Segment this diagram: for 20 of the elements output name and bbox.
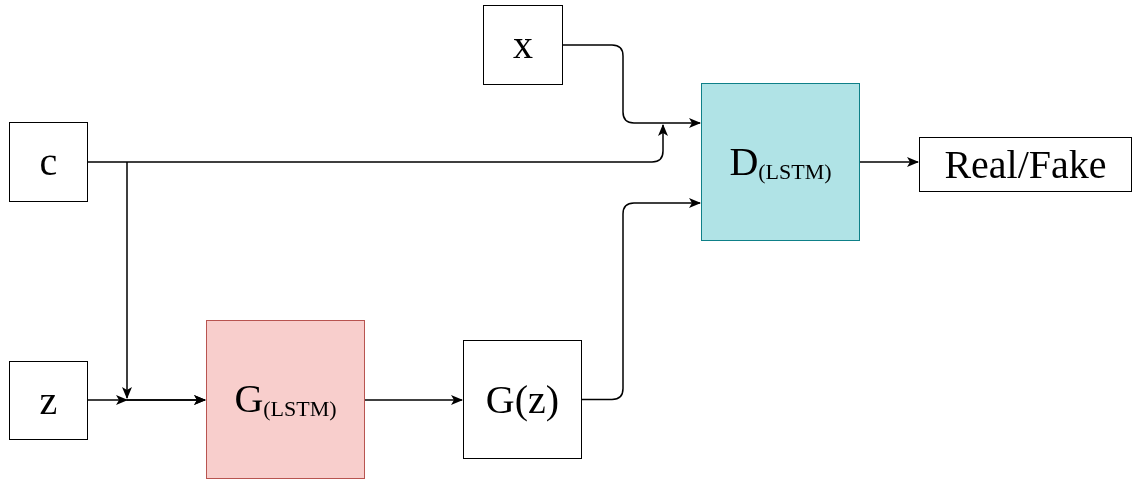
box bbox=[9, 122, 88, 202]
arrow bbox=[581, 198, 701, 401]
arrow bbox=[859, 157, 919, 167]
node-label: D$_{(LSTM)}$ bbox=[729, 141, 832, 183]
arrow bbox=[87, 124, 668, 163]
arrow bbox=[87, 395, 206, 405]
node-label: Real/Fake bbox=[944, 144, 1107, 185]
lstm-box bbox=[701, 83, 860, 241]
lstm-box bbox=[206, 320, 365, 479]
arrow bbox=[364, 395, 463, 405]
box bbox=[919, 137, 1132, 192]
node-label: G$_{(LSTM)}$ bbox=[234, 379, 337, 420]
arrow bbox=[562, 44, 701, 128]
box bbox=[463, 340, 582, 459]
node-label: z bbox=[39, 380, 58, 421]
box bbox=[483, 5, 563, 85]
box bbox=[9, 361, 88, 440]
node-label: c bbox=[39, 142, 58, 182]
node-label: G(z) bbox=[485, 379, 560, 420]
node-label: x bbox=[513, 25, 533, 65]
